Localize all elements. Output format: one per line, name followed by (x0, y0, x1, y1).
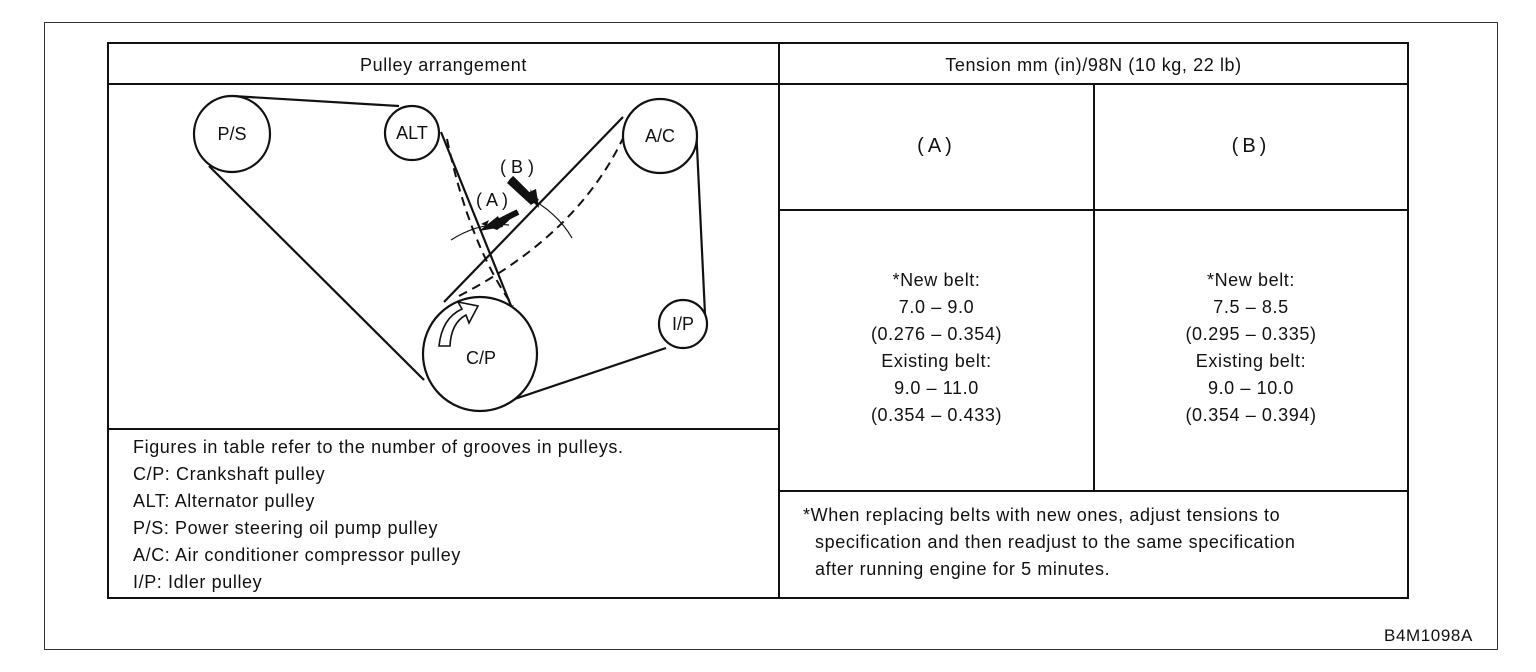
spec-a-line: 9.0 – 11.0 (894, 378, 979, 398)
tension-header: Tension mm (in)/98N (10 kg, 22 lb) (945, 55, 1242, 75)
column-b-label: (B) (1231, 135, 1271, 157)
arrow-b-shaft (508, 175, 533, 200)
spec-b-line: (0.295 – 0.335) (1185, 324, 1317, 344)
page-frame (44, 22, 1498, 650)
spec-b-line: Existing belt: (1195, 351, 1307, 371)
pulley-arrangement-header: Pulley arrangement (360, 55, 527, 75)
cp-label: C/P (466, 348, 496, 368)
ip-label: I/P (672, 314, 694, 334)
spec-a-line: 7.0 – 9.0 (898, 297, 975, 317)
ac-label: A/C (645, 126, 675, 146)
rotation-arrow-icon (438, 300, 480, 347)
legend-line: C/P: Crankshaft pulley (133, 464, 326, 484)
legend-line: Figures in table refer to the number of … (133, 437, 624, 457)
belt-tension-table: Pulley arrangement Tension mm (in)/98N (… (107, 42, 1409, 599)
arrow-a-label: ( A ) (476, 190, 508, 210)
spec-a-line: (0.354 – 0.433) (870, 405, 1003, 425)
legend-line: I/P: Idler pulley (133, 572, 263, 592)
idler-pulley (657, 298, 709, 350)
note-line: *When replacing belts with new ones, adj… (803, 505, 1281, 525)
spec-b-line: (0.354 – 0.394) (1185, 405, 1317, 425)
a-b-divider (1093, 85, 1095, 490)
legend-line: A/C: Air conditioner compressor pulley (133, 545, 461, 565)
alternator-pulley (383, 104, 441, 162)
spec-b-line: 9.0 – 10.0 (1207, 378, 1295, 398)
air-conditioner-pulley (621, 97, 699, 175)
arrow-a-shaft (490, 209, 520, 228)
spec-b-line: *New belt: (1206, 270, 1296, 290)
power-steering-pulley (192, 94, 272, 174)
replacement-note: *When replacing belts with new ones, adj… (803, 502, 1295, 583)
figure-code: B4M1098A (1384, 626, 1473, 645)
note-line: after running engine for 5 minutes. (815, 559, 1111, 579)
spec-a-line: (0.276 – 0.354) (870, 324, 1003, 344)
legend-line: P/S: Power steering oil pump pulley (133, 518, 439, 538)
ps-label: P/S (217, 124, 246, 144)
belt-path (208, 94, 707, 412)
legend-line: ALT: Alternator pulley (133, 491, 315, 511)
header-divider (109, 83, 1407, 85)
note-divider (780, 490, 1407, 492)
alt-label: ALT (396, 123, 428, 143)
pulley-belt-diagram: P/S ALT A/C I/P C/P ( A ) ( B ) (192, 94, 709, 413)
center-divider (778, 44, 780, 597)
column-a-label: (A) (917, 135, 956, 157)
spec-a-line: *New belt: (892, 270, 981, 290)
arrow-b-label: ( B ) (500, 157, 534, 177)
label-row-divider (780, 209, 1407, 211)
spec-b: *New belt: 7.5 – 8.5 (0.295 – 0.335) Exi… (1095, 267, 1407, 429)
pulley-legend: Figures in table refer to the number of … (133, 434, 624, 596)
legend-divider (109, 428, 778, 430)
spec-a-line: Existing belt: (881, 351, 992, 371)
deflected-belt-path (446, 133, 626, 307)
spec-b-line: 7.5 – 8.5 (1213, 297, 1289, 317)
note-line: specification and then readjust to the s… (815, 532, 1296, 552)
spec-a: *New belt: 7.0 – 9.0 (0.276 – 0.354) Exi… (780, 267, 1093, 429)
